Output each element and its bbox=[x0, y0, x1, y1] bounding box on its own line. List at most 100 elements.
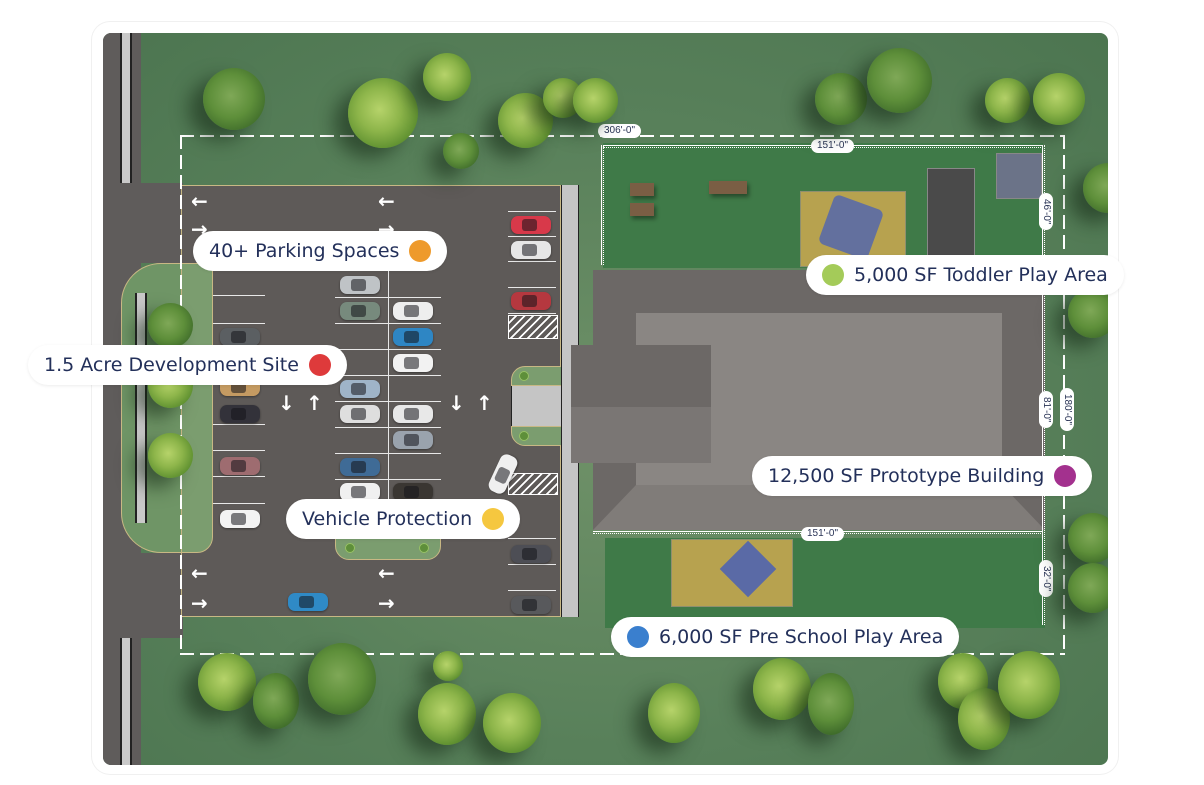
tree bbox=[348, 78, 418, 148]
tree bbox=[1083, 163, 1108, 213]
tree bbox=[573, 78, 618, 123]
stall-line bbox=[335, 349, 441, 350]
parked-car bbox=[340, 302, 380, 320]
left-sidewalk bbox=[120, 33, 132, 183]
callout-label: 40+ Parking Spaces bbox=[209, 240, 400, 262]
purple-marker-dot bbox=[1054, 465, 1077, 487]
parked-car bbox=[288, 593, 328, 611]
parked-car bbox=[511, 216, 551, 234]
stall-line bbox=[508, 287, 556, 288]
traffic-arrow-right: → bbox=[191, 591, 208, 615]
stall-line bbox=[213, 503, 265, 504]
tree bbox=[815, 73, 867, 125]
site-plan-map: ← → ← → ↓ ↑ ↓ ↑ ← → ← → bbox=[103, 33, 1108, 765]
dimension-toddler-width: 151'-0" bbox=[811, 139, 855, 153]
stall-line bbox=[508, 538, 556, 539]
basketball-court bbox=[927, 168, 975, 268]
tree bbox=[1068, 513, 1108, 563]
parked-car bbox=[220, 510, 260, 528]
traffic-arrow-down: ↓ bbox=[278, 391, 295, 415]
dimension-toddler-depth: 46'-0" bbox=[1039, 193, 1053, 231]
tree bbox=[483, 693, 541, 753]
callout-label: 6,000 SF Pre School Play Area bbox=[659, 626, 944, 648]
parked-car bbox=[511, 292, 551, 310]
callout-toddler-play-area: 5,000 SF Toddler Play Area bbox=[806, 255, 1124, 295]
stall-line bbox=[508, 211, 556, 212]
parked-car bbox=[340, 405, 380, 423]
tree bbox=[433, 651, 463, 681]
parked-car bbox=[393, 483, 433, 501]
stall-line bbox=[335, 297, 441, 298]
tree bbox=[253, 673, 299, 729]
callout-prototype-building: 12,500 SF Prototype Building bbox=[752, 456, 1093, 496]
parked-car bbox=[393, 431, 433, 449]
shrub bbox=[345, 543, 355, 553]
parked-car bbox=[511, 241, 551, 259]
stall-line bbox=[508, 261, 556, 262]
stall-line bbox=[213, 424, 265, 425]
callout-development-site: 1.5 Acre Development Site bbox=[28, 345, 347, 385]
parked-car bbox=[511, 545, 551, 563]
tree bbox=[867, 48, 932, 113]
tree bbox=[998, 651, 1060, 719]
traffic-arrow-up: ↑ bbox=[476, 391, 493, 415]
shrub bbox=[419, 543, 429, 553]
parked-car bbox=[220, 328, 260, 346]
tree bbox=[753, 658, 811, 720]
picnic-table bbox=[709, 181, 747, 194]
parked-car bbox=[340, 276, 380, 294]
dropoff-walkway bbox=[511, 386, 563, 426]
callout-label: 1.5 Acre Development Site bbox=[44, 354, 299, 376]
callout-parking-spaces: 40+ Parking Spaces bbox=[193, 231, 448, 271]
entry-canopy-south bbox=[571, 407, 711, 463]
tree bbox=[1068, 288, 1108, 338]
yellow-marker-dot bbox=[482, 508, 505, 530]
fence-east bbox=[1042, 145, 1045, 625]
tree bbox=[423, 53, 471, 101]
stall-line bbox=[335, 479, 441, 480]
traffic-arrow-left: ← bbox=[191, 189, 208, 213]
callout-preschool-play-area: 6,000 SF Pre School Play Area bbox=[611, 617, 960, 657]
green-marker-dot bbox=[822, 264, 844, 286]
tree bbox=[648, 683, 700, 743]
parked-car bbox=[393, 354, 433, 372]
parked-car bbox=[393, 328, 433, 346]
tree bbox=[148, 303, 193, 348]
stall-line bbox=[213, 450, 265, 451]
tree bbox=[308, 643, 376, 715]
accessible-aisle bbox=[508, 315, 558, 339]
shade-structure bbox=[996, 153, 1042, 199]
entry-drive-south bbox=[103, 553, 183, 638]
stall-line bbox=[335, 427, 441, 428]
stall-line bbox=[335, 375, 441, 376]
island-sidewalk bbox=[135, 293, 147, 523]
parked-car bbox=[393, 405, 433, 423]
stall-line bbox=[335, 453, 441, 454]
traffic-arrow-right: → bbox=[378, 591, 395, 615]
traffic-arrow-up: ↑ bbox=[306, 391, 323, 415]
callout-label: 12,500 SF Prototype Building bbox=[768, 465, 1045, 487]
picnic-table bbox=[630, 203, 654, 216]
fence-west bbox=[601, 145, 604, 265]
callout-label: 5,000 SF Toddler Play Area bbox=[854, 264, 1108, 286]
stall-line bbox=[213, 323, 265, 324]
parked-car bbox=[340, 483, 380, 501]
parked-car bbox=[220, 457, 260, 475]
dimension-site-depth: 180'-0" bbox=[1060, 388, 1074, 432]
stall-line bbox=[508, 564, 556, 565]
tree bbox=[1033, 73, 1085, 125]
left-sidewalk-lower bbox=[120, 638, 132, 765]
dimension-preschool-depth: 32'-0" bbox=[1039, 560, 1053, 598]
traffic-arrow-left: ← bbox=[191, 561, 208, 585]
blue-marker-dot bbox=[627, 626, 649, 648]
parked-car bbox=[340, 380, 380, 398]
dimension-building-width: 151'-0" bbox=[801, 527, 845, 541]
callout-vehicle-protection: Vehicle Protection bbox=[286, 499, 521, 539]
tree bbox=[985, 78, 1030, 123]
traffic-arrow-left: ← bbox=[378, 189, 395, 213]
stall-line bbox=[508, 236, 556, 237]
red-marker-dot bbox=[308, 354, 331, 376]
row-divider bbox=[388, 261, 389, 543]
parked-car bbox=[511, 596, 551, 614]
stall-line bbox=[335, 323, 441, 324]
